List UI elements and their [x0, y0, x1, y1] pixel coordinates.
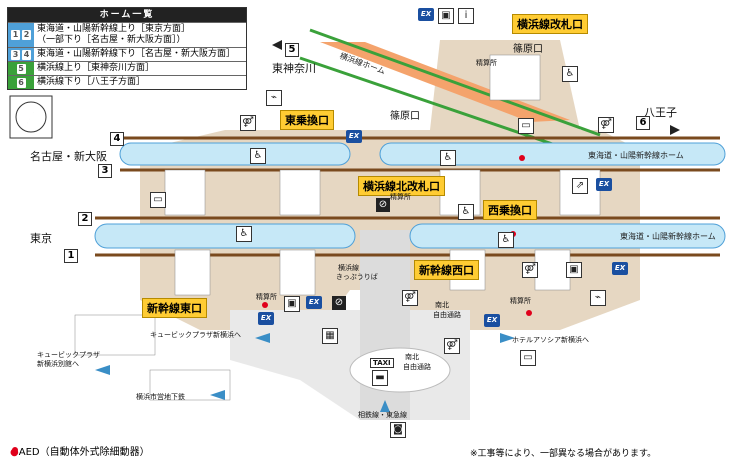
nanboku-label: 自由通路	[433, 311, 461, 319]
no-smoking-icon: ⊘	[376, 198, 390, 212]
cubic-plaza-label[interactable]: キュービックプラザ新横浜へ	[150, 331, 241, 339]
yokohama-track-5	[309, 28, 601, 137]
info-icon: i	[458, 8, 474, 24]
track-badge: 5	[8, 62, 34, 75]
hachioji-label: 八王子	[644, 106, 677, 119]
cubic-annex-label[interactable]: キュービックプラザ	[37, 351, 100, 359]
platform-lower-west	[94, 223, 356, 249]
wheelchair-icon: ♿	[250, 148, 266, 164]
taxi-area	[349, 347, 451, 393]
higashikanagawa-label: 東神奈川	[272, 62, 316, 75]
ticket-machine-icon: ▣	[566, 262, 582, 278]
seisanjo-label: 精算所	[510, 297, 531, 305]
wheelchair-icon: ♿	[440, 150, 456, 166]
ex-icon: EX	[596, 178, 612, 191]
waiting-room-icon: ▭	[520, 350, 536, 366]
legend-row: 5 横浜線上り［東神奈川方面］	[8, 61, 246, 75]
track-number-6: 6	[636, 116, 650, 130]
gate-nishi-norikae[interactable]: 西乗換口	[483, 200, 537, 220]
disclaimer-note: ※工事等により、一部異なる場合があります。	[470, 449, 657, 459]
gate-shinkansen-nishi[interactable]: 新幹線西口	[414, 260, 479, 280]
ex-icon: EX	[612, 262, 628, 275]
legend-row: 6 横浜線下り［八王子方面］	[8, 75, 246, 89]
ex-icon: EX	[484, 314, 500, 327]
wheelchair-icon: ♿	[458, 204, 474, 220]
restroom-icon: ⚤	[402, 290, 418, 306]
wheelchair-icon: ♿	[236, 226, 252, 242]
track-number-2: 2	[78, 212, 92, 226]
platform-upper-east	[379, 142, 726, 166]
legend-text: 東海道・山陽新幹線上り［東京方面］	[37, 24, 191, 34]
shinohara-exit-label: 篠原口	[390, 111, 420, 122]
aed-legend: ●AED（自動体外式除細動器）	[10, 443, 150, 458]
track-number-5: 5	[285, 43, 299, 57]
aed-dot-icon: ●	[10, 447, 19, 458]
train-icon: ◙	[390, 422, 406, 438]
bus-icon: ▬	[372, 370, 388, 386]
cubic-annex-label[interactable]: 新横浜別館へ	[37, 360, 79, 368]
escalator-icon: ⇗	[572, 178, 588, 194]
hotel-label[interactable]: ホテルアソシア新横浜へ	[512, 336, 589, 344]
legend-text: 横浜線上り［東神奈川方面］	[37, 63, 155, 73]
sotetsu-label[interactable]: 相鉄線・東急線	[358, 411, 407, 419]
shinohara-exit-label: 篠原口	[513, 44, 543, 55]
wheelchair-icon: ♿	[498, 232, 514, 248]
track-number-1: 1	[64, 249, 78, 263]
nagoya-shinosaka-label: 名古屋・新大阪	[30, 150, 107, 163]
yokohama-track-6	[299, 56, 571, 152]
track-number-4: 4	[110, 132, 124, 146]
shinkansen-platform-label: 東海道・山陽新幹線ホーム	[588, 151, 684, 160]
legend-text: 東海道・山陽新幹線下り［名古屋・新大阪方面］	[37, 49, 236, 59]
coin-locker-icon: ▦	[322, 328, 338, 344]
shinkansen-platform-label: 東海道・山陽新幹線ホーム	[620, 232, 716, 241]
nanboku-label: 南北	[405, 353, 419, 361]
ex-icon: EX	[306, 296, 322, 309]
legend-text: （一部下り［名古屋・新大阪方面］）	[37, 35, 186, 45]
ex-icon: EX	[418, 8, 434, 21]
platform-lower-east	[409, 223, 726, 249]
seisanjo-label: 精算所	[476, 59, 497, 67]
no-smoking-icon: ⊘	[332, 296, 346, 310]
kippu-label: 横浜線	[338, 264, 359, 272]
gate-higashi-norikae[interactable]: 東乗換口	[280, 110, 334, 130]
subway-label[interactable]: 横浜市営地下鉄	[136, 393, 185, 401]
ticket-machine-icon: ▣	[438, 8, 454, 24]
waiting-room-icon: ▭	[518, 118, 534, 134]
seisanjo-label: 精算所	[256, 293, 277, 301]
ex-icon: EX	[346, 130, 362, 143]
aed-legend-text: AED（自動体外式除細動器）	[18, 447, 150, 458]
platform-upper-west	[119, 142, 351, 166]
wheelchair-icon: ♿	[562, 66, 578, 82]
nanboku-label: 南北	[435, 301, 449, 309]
kippu-label: きっぷうりば	[336, 273, 378, 281]
gate-shinkansen-higashi[interactable]: 新幹線東口	[142, 298, 207, 318]
restroom-icon: ⚤	[240, 115, 256, 131]
legend-text: 横浜線下り［八王子方面］	[37, 77, 146, 87]
nanboku-label: 自由通路	[403, 363, 431, 371]
gate-yokohama-kaisatsu[interactable]: 横浜線改札口	[512, 14, 588, 34]
legend-title: ホーム一覧	[8, 8, 246, 22]
track-badge: 6	[8, 76, 34, 89]
restroom-icon: ⚤	[598, 117, 614, 133]
waiting-room-icon: ▭	[150, 192, 166, 208]
track-number-3: 3	[98, 164, 112, 178]
gate-yokohama-kita[interactable]: 横浜線北改札口	[358, 176, 445, 196]
tokyo-label: 東京	[30, 232, 52, 245]
smoking-icon: ⌁	[590, 290, 606, 306]
ex-icon: EX	[258, 312, 274, 325]
restroom-icon: ⚤	[444, 338, 460, 354]
ticket-machine-icon: ▣	[284, 296, 300, 312]
smoking-icon: ⌁	[266, 90, 282, 106]
restroom-icon: ⚤	[522, 262, 538, 278]
taxi-label: TAXI	[370, 358, 394, 368]
seisanjo-label: 精算所	[390, 193, 411, 201]
